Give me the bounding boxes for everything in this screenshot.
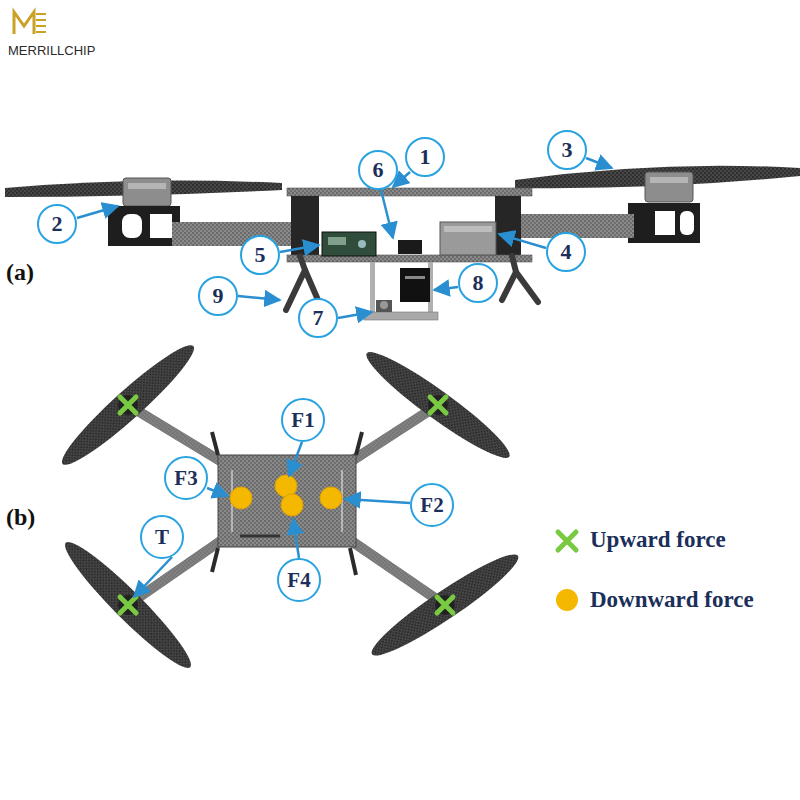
- legend-swatch: [556, 589, 578, 611]
- callout-number: 3: [562, 137, 573, 163]
- callout-number: F4: [287, 568, 310, 593]
- callout-number: F2: [420, 493, 443, 518]
- callout-circle: 8: [458, 263, 498, 303]
- callout-number: 1: [420, 144, 431, 170]
- legend-entry: Upward force: [590, 527, 726, 553]
- callout-number: 7: [313, 305, 324, 331]
- callout-circle: 6: [358, 150, 398, 190]
- panel-label: (a): [6, 259, 34, 286]
- callout-number: T: [155, 525, 169, 550]
- callout-circle: T: [140, 515, 184, 559]
- side-view: [5, 166, 800, 320]
- callout-number: 6: [373, 157, 384, 183]
- callout-number: 5: [255, 242, 266, 268]
- legend-entry: Downward force: [556, 587, 754, 613]
- logo-mark: [14, 12, 46, 34]
- callout-number: 4: [561, 239, 572, 265]
- legend-text: Downward force: [590, 587, 754, 613]
- callout-number: F3: [174, 466, 197, 491]
- callout-number: 8: [473, 270, 484, 296]
- callout-circle: F3: [164, 456, 208, 500]
- callout-number: 9: [213, 283, 224, 309]
- leader-arrows: [77, 158, 612, 597]
- callout-circle: F4: [277, 558, 321, 602]
- callout-circle: 4: [546, 232, 586, 272]
- callout-number: 2: [52, 211, 63, 237]
- callout-circle: 9: [198, 276, 238, 316]
- top-view: [53, 336, 526, 677]
- logo-text: MERRILLCHIP: [8, 43, 95, 58]
- panel-label: (b): [6, 504, 35, 531]
- callout-circle: F1: [281, 398, 325, 442]
- callout-circle: F2: [410, 483, 454, 527]
- callout-circle: 5: [240, 235, 280, 275]
- legend-text: Upward force: [590, 527, 726, 553]
- callout-circle: 7: [298, 298, 338, 338]
- callout-number: F1: [291, 408, 314, 433]
- callout-circle: 3: [547, 130, 587, 170]
- callout-circle: 1: [405, 137, 445, 177]
- callout-circle: 2: [37, 204, 77, 244]
- legend-x-sample: [558, 532, 576, 550]
